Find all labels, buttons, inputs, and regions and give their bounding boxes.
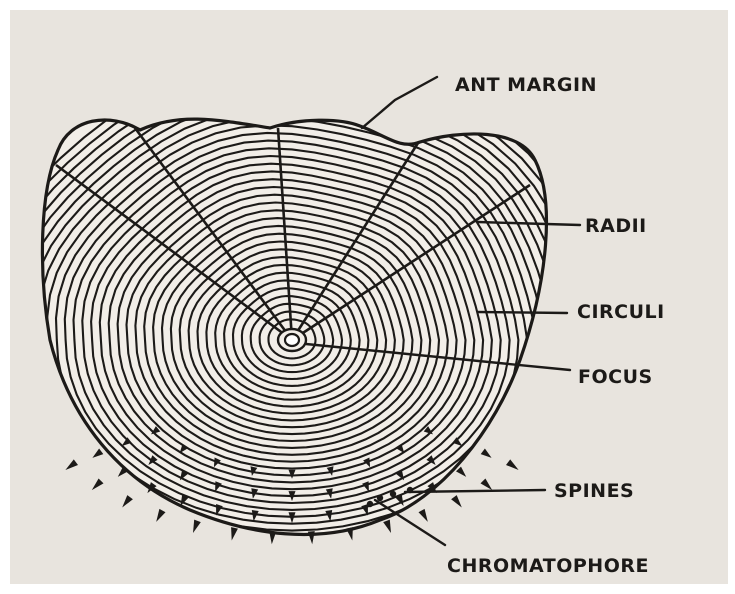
spine-mark (231, 527, 238, 540)
chromatophore-dot (367, 501, 373, 507)
leader-ant-margin (362, 77, 437, 128)
focus-center (278, 329, 306, 351)
label-spines: SPINES (554, 480, 634, 502)
spine-mark (92, 479, 104, 491)
spine-mark (122, 495, 133, 507)
spine-mark (65, 459, 78, 470)
spine-mark (506, 459, 519, 470)
label-chromatophore: CHROMATOPHORE (447, 555, 649, 577)
label-focus: FOCUS (578, 366, 653, 388)
label-radii: RADII (585, 215, 647, 237)
leader-circuli (478, 312, 567, 313)
label-ant-margin: ANT MARGIN (455, 74, 597, 96)
spine-mark (419, 509, 428, 522)
chromatophore-dot (390, 491, 396, 497)
spine-mark (193, 520, 201, 533)
spine-mark (92, 449, 103, 458)
label-circuli: CIRCULI (577, 301, 665, 323)
spine-mark (481, 449, 492, 458)
spine-mark (451, 495, 462, 507)
chromatophore-dot (377, 495, 383, 501)
spine-mark (383, 520, 391, 533)
spine-mark (481, 479, 493, 491)
spine-mark (156, 509, 165, 522)
spine-mark (456, 467, 466, 477)
